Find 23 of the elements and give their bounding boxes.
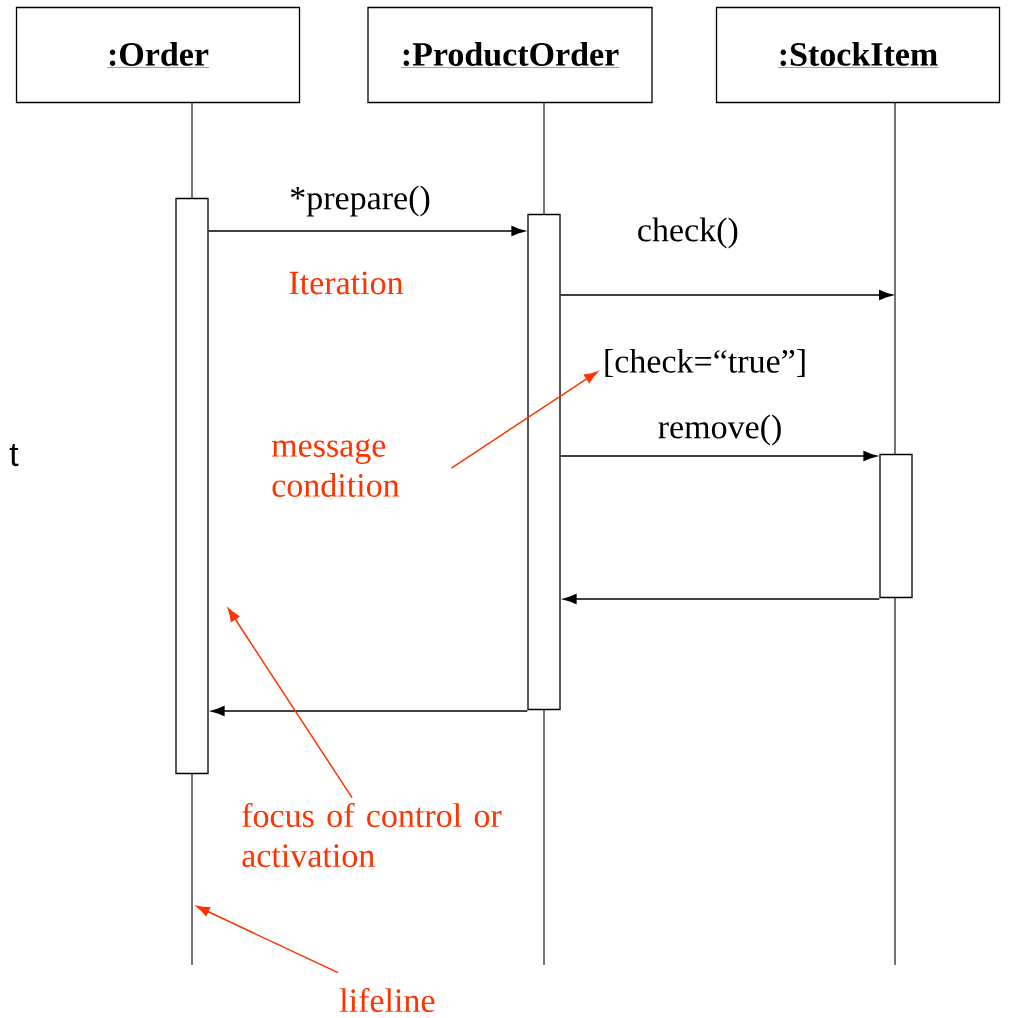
message-label: check() [635, 216, 740, 250]
leader-line [450, 371, 598, 469]
annotation-text: lifeline [339, 987, 435, 1013]
message-arrow [210, 705, 528, 717]
message-arrow [560, 289, 893, 301]
message-arrow [562, 593, 880, 605]
message-label: *prepare() [288, 184, 432, 218]
text-label: t [9, 443, 19, 467]
object-box: :ProductOrder [367, 6, 653, 104]
annotation-text: focus of control or activation [242, 802, 502, 868]
leader-line [196, 905, 339, 974]
activation-bar [175, 197, 209, 775]
object-box: :StockItem [715, 6, 1001, 104]
message-label: remove() [656, 413, 784, 447]
activation-bar [879, 453, 913, 599]
annotation-text: message condition [271, 439, 400, 497]
leader-line [227, 608, 353, 799]
text-label: Iteration [289, 271, 404, 295]
message-arrow [208, 225, 526, 237]
object-box: :Order [15, 6, 301, 104]
guard-condition: [check=“true”] [605, 348, 805, 378]
activation-bar [527, 213, 561, 711]
message-arrow [560, 450, 878, 462]
